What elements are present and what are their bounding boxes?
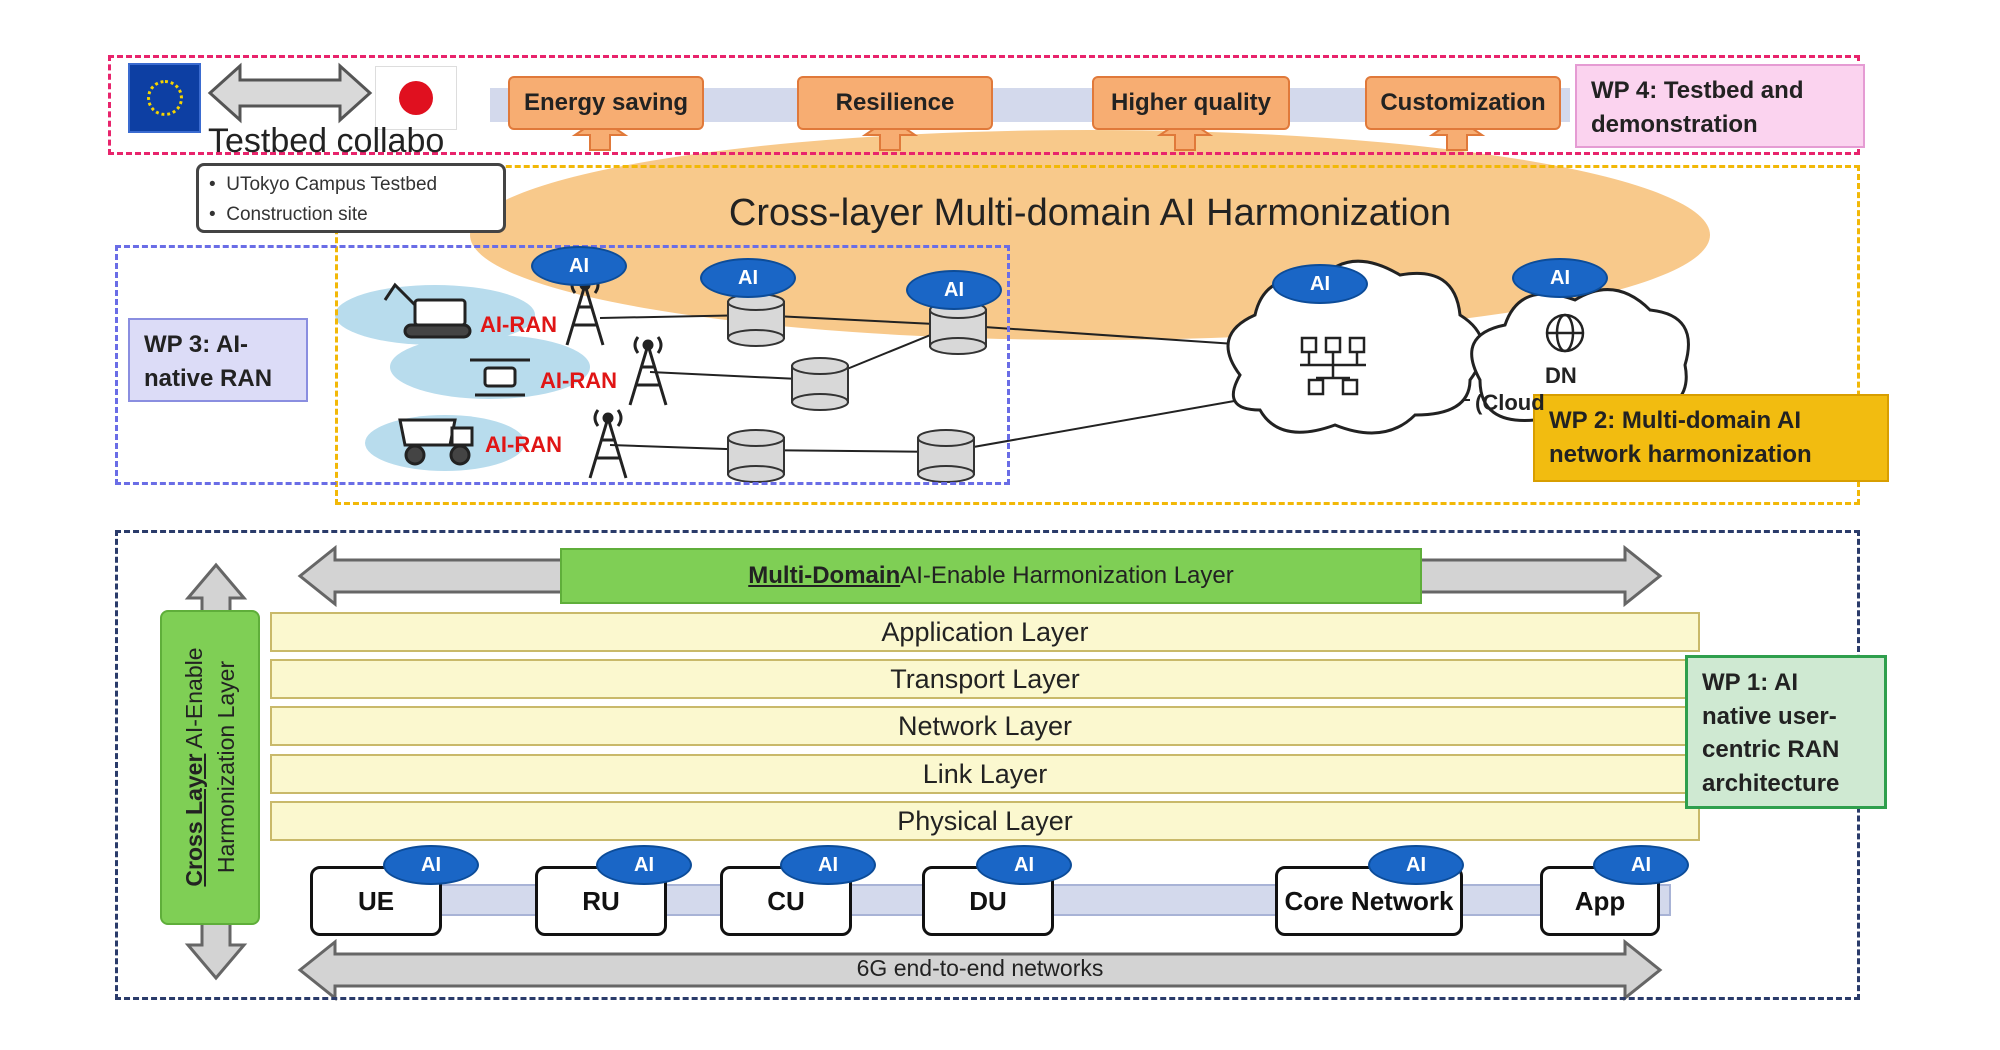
wp3-label: WP 3: AI-native RAN (128, 318, 308, 402)
ai-badge: AI (531, 246, 627, 286)
cross-layer-line2: Harmonization Layer (213, 660, 239, 874)
multi-domain-rest: AI-Enable Harmonization Layer (900, 562, 1234, 589)
ai-badge: AI (976, 845, 1072, 885)
wp2-label: WP 2: Multi-domain AI network harmonizat… (1533, 394, 1889, 482)
wp4-label: WP 4: Testbed and demonstration (1575, 64, 1865, 148)
link-layer: Link Layer (270, 754, 1700, 794)
ai-ran-label: AI-RAN (485, 432, 562, 457)
cross-layer-box (160, 610, 260, 925)
goal-higher-quality: Higher quality (1092, 76, 1290, 130)
ai-badge: AI (1272, 264, 1368, 304)
testbed-site-item: • Construction site (209, 204, 368, 225)
network-layer: Network Layer (270, 706, 1700, 746)
physical-layer: Physical Layer (270, 801, 1700, 841)
collabo-double-arrow (207, 62, 373, 124)
goal-energy-saving: Energy saving (508, 76, 704, 130)
excavator-icon (383, 282, 472, 339)
dn-label: DN (1545, 363, 1577, 388)
eu-flag (128, 63, 201, 133)
transport-layer: Transport Layer (270, 659, 1700, 699)
ai-badge: AI (1512, 258, 1608, 298)
wp1-label: WP 1: AI native user-centric RAN archite… (1685, 655, 1887, 809)
ai-ran-label: AI-RAN (540, 368, 617, 393)
harmonization-title: Cross-layer Multi-domain AI Harmonizatio… (728, 192, 1452, 234)
cloud-label: (Cloud (1475, 390, 1545, 415)
globe-icon (1545, 313, 1585, 353)
rising-sun-icon (399, 81, 433, 115)
node-du: DU (922, 866, 1054, 936)
cross-layer-rest: AI-Enable (181, 647, 207, 754)
testbed-collabo-label: Testbed collabo (208, 122, 445, 160)
eu-star-ring-icon (146, 80, 183, 116)
dump-truck-icon (398, 418, 474, 466)
wp2-frame (335, 165, 1860, 505)
multi-domain-bold: Multi-Domain (748, 562, 901, 589)
cross-layer-line1: Cross Layer AI-Enable (178, 617, 210, 917)
ai-badge: AI (596, 845, 692, 885)
ai-badge: AI (780, 845, 876, 885)
ai-badge: AI (700, 258, 796, 298)
testbed-site-item: • UTokyo Campus Testbed (209, 174, 438, 195)
ai-badge: AI (1368, 845, 1464, 885)
e2e-double-arrow (297, 938, 1663, 1002)
ai-badge: AI (383, 845, 479, 885)
cross-layer-text: Cross Layer AI-Enable Harmonization Laye… (178, 617, 242, 917)
ai-badge: AI (906, 270, 1002, 310)
switch-icon (1300, 336, 1366, 396)
multi-domain-layer: Multi-Domain AI-Enable Harmonization Lay… (560, 548, 1422, 604)
drone-icon (470, 358, 530, 397)
goal-customization: Customization (1365, 76, 1561, 130)
testbed-sites-box: • UTokyo Campus Testbed • Construction s… (196, 163, 506, 233)
japan-flag (375, 66, 457, 130)
goal-resilience: Resilience (797, 76, 993, 130)
e2e-label: 6G end-to-end networks (856, 955, 1104, 981)
application-layer: Application Layer (270, 612, 1700, 652)
ai-ran-label: AI-RAN (480, 312, 557, 337)
cross-layer-bold: Cross Layer (181, 753, 207, 887)
ai-badge: AI (1593, 845, 1689, 885)
